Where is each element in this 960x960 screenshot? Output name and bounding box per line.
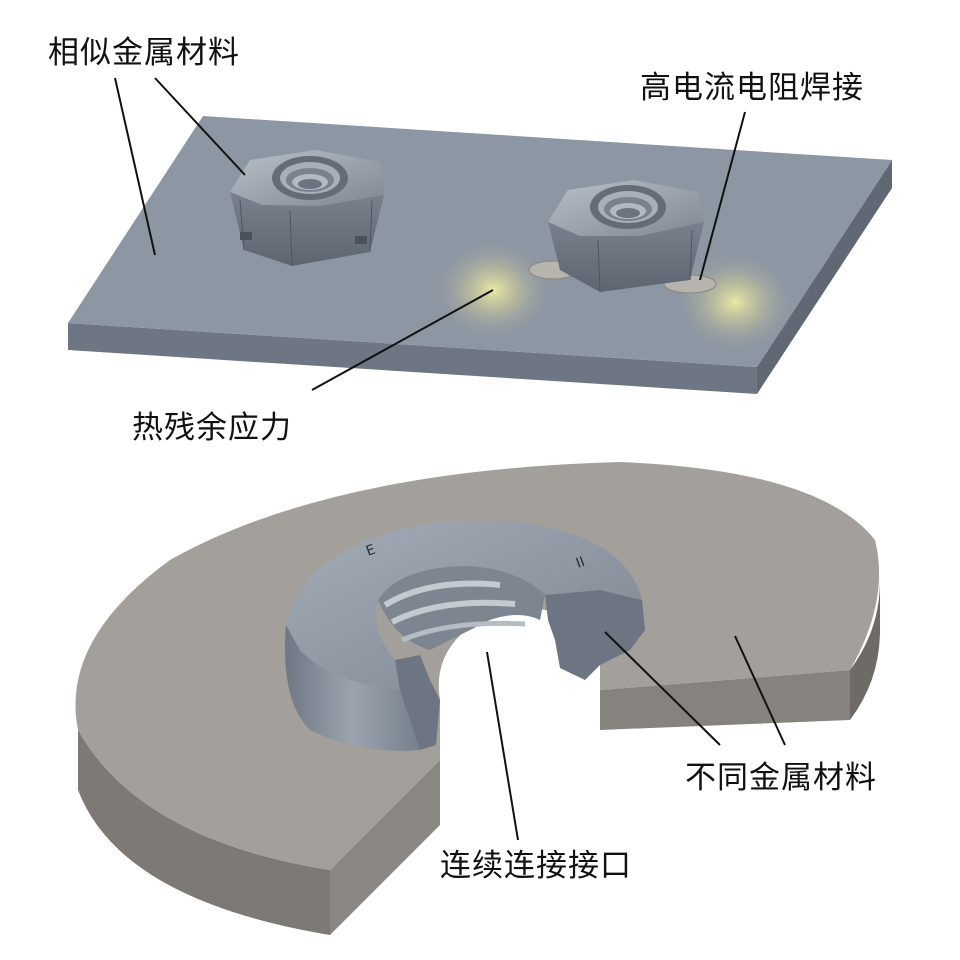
plate-right-face [757, 160, 892, 394]
label-continuous-joint: 连续连接接口 [440, 848, 632, 884]
plate-assembly [68, 116, 892, 394]
label-similar-metal: 相似金属材料 [48, 35, 240, 71]
nut-cut-section-right [545, 590, 645, 680]
label-thermal-residual-stress: 热残余应力 [132, 410, 292, 446]
disc-top-face [75, 462, 880, 870]
leader-lines [114, 77, 786, 841]
disc-side-face [78, 730, 330, 935]
nut-cut-section-left [395, 655, 440, 750]
disc-side-right [850, 580, 880, 720]
hex-nut-right [548, 180, 704, 293]
nut-ring-outer-side [285, 625, 420, 751]
disc-assembly: E II [75, 462, 880, 935]
leader-dissimilar-nut [604, 631, 721, 746]
leader-joint [486, 651, 519, 841]
disc-cut-face-front [330, 760, 440, 935]
label-high-current-weld: 高电流电阻焊接 [640, 70, 864, 106]
leader-similar-plate [114, 77, 156, 256]
nut-ring-top [286, 520, 642, 690]
hex-nut-left [230, 150, 384, 267]
leader-similar-nut [154, 77, 246, 176]
plate-front-face [68, 323, 757, 394]
leader-residual [311, 289, 494, 391]
label-dissimilar-metal: 不同金属材料 [685, 760, 877, 796]
nut-thread-bore [378, 566, 545, 650]
leader-high-current [699, 111, 746, 281]
leader-dissimilar-disc [734, 635, 786, 746]
